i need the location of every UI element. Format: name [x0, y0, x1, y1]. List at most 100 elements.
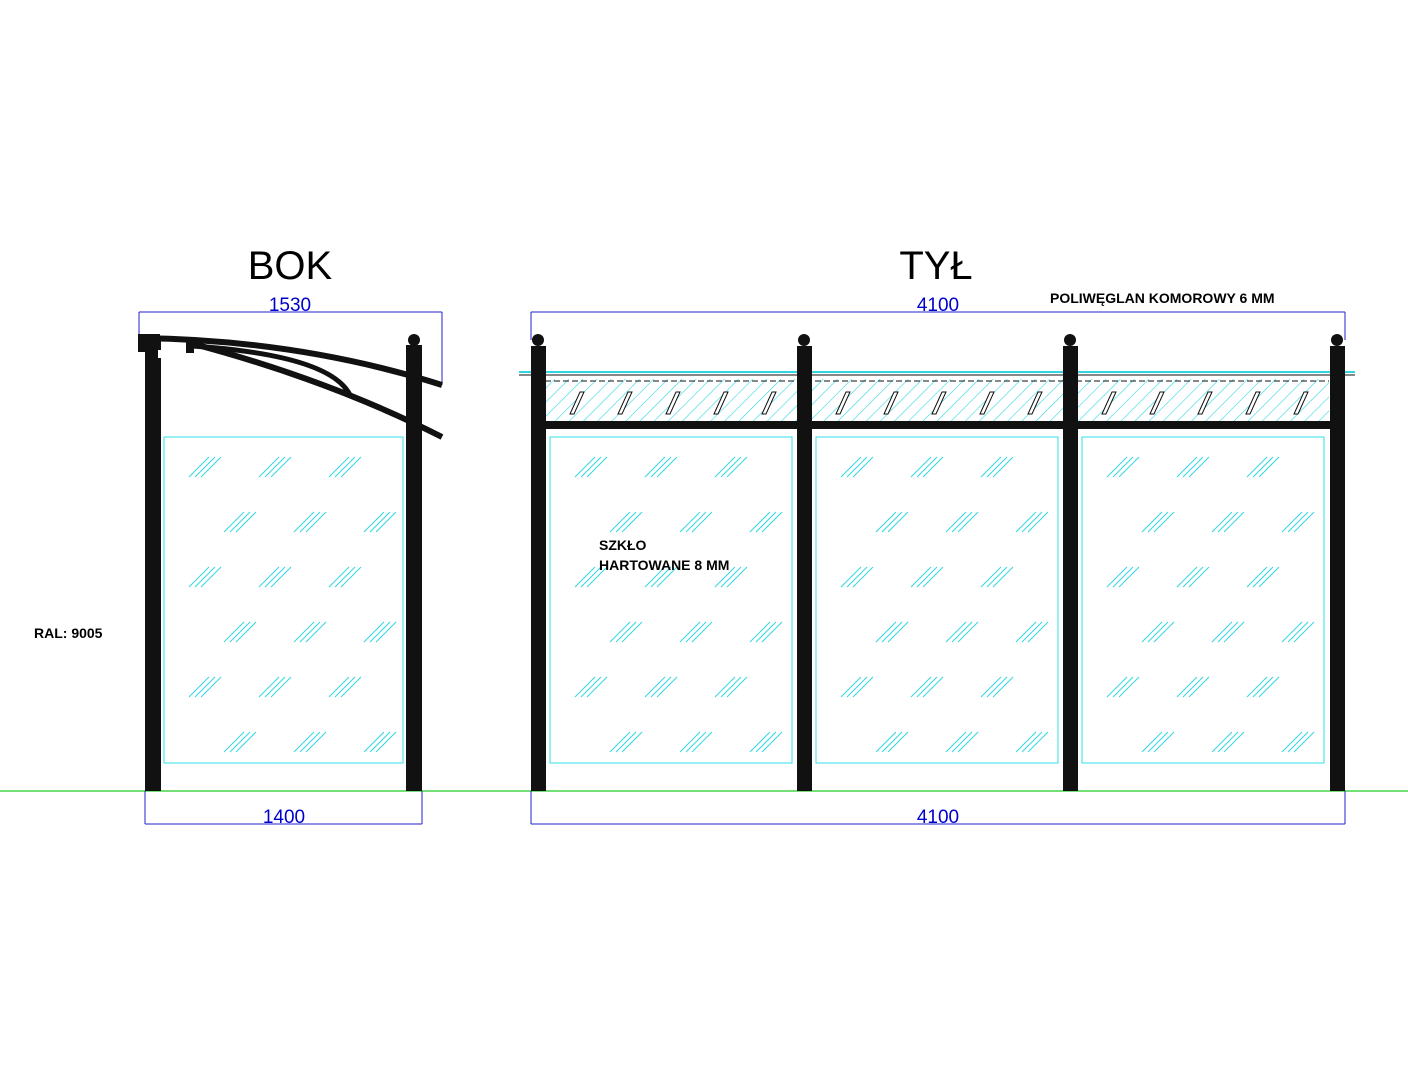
glass-reflection-stroke	[1141, 731, 1163, 753]
glass-reflection-stroke	[334, 676, 356, 698]
glass-reflection-stroke	[299, 731, 321, 753]
glass-reflection-stroke	[1246, 676, 1268, 698]
glass-reflection-stroke	[363, 731, 385, 753]
back-post-3	[1063, 346, 1078, 791]
polycarbonate-slash	[761, 391, 777, 415]
glass-reflection-stroke	[1106, 676, 1128, 698]
polycarbonate-slash	[569, 391, 585, 415]
glass-reflection-stroke	[363, 511, 385, 533]
glass-reflection-stroke	[1021, 731, 1043, 753]
glass-reflection-stroke	[679, 511, 701, 533]
glass-reflection-stroke	[1182, 566, 1204, 588]
glass-reflection-stroke	[1188, 676, 1210, 698]
glass-reflection-stroke	[755, 621, 777, 643]
glass-reflection-stroke	[574, 676, 596, 698]
glass-reflection-stroke	[235, 511, 257, 533]
glass-reflection-stroke	[840, 566, 862, 588]
back-glass-panel-1	[549, 436, 793, 764]
glass-reflection-stroke	[586, 456, 608, 478]
glass-reflection-stroke	[656, 456, 678, 478]
glass-reflection-stroke	[621, 731, 643, 753]
glass-reflection-stroke	[1021, 621, 1043, 643]
glass-reflection-stroke	[1118, 456, 1140, 478]
glass-reflection-stroke	[749, 621, 771, 643]
glass-reflection-stroke	[846, 456, 868, 478]
glass-reflection-stroke	[340, 566, 362, 588]
back-post-1	[531, 346, 546, 791]
glass-reflection-stroke	[615, 731, 637, 753]
glass-reflection-stroke	[846, 676, 868, 698]
glass-reflection-stroke	[910, 566, 932, 588]
glass-reflection-stroke	[1182, 456, 1204, 478]
glass-reflection-stroke	[1106, 566, 1128, 588]
glass-reflection-stroke	[957, 731, 979, 753]
glass-reflection-stroke	[223, 511, 245, 533]
back-glass-panel-3	[1081, 436, 1325, 764]
glass-reflection-stroke	[887, 621, 909, 643]
glass-reflection-stroke	[328, 676, 350, 698]
glass-reflection-stroke	[887, 731, 909, 753]
glass-reflection-stroke	[1258, 456, 1280, 478]
glass-reflection-stroke	[1147, 621, 1169, 643]
glass-reflection-stroke	[714, 676, 736, 698]
glass-reflection-stroke	[363, 621, 385, 643]
glass-reflection-stroke	[188, 456, 210, 478]
glass-reflection-stroke	[270, 676, 292, 698]
side-view-title: BOK	[248, 244, 333, 288]
glass-reflection-stroke	[1141, 621, 1163, 643]
back-bottom-dimension-value: 4100	[917, 807, 959, 828]
glass-reflection-stroke	[1217, 621, 1239, 643]
back-posts	[531, 334, 1345, 791]
glass-reflection-stroke	[1211, 731, 1233, 753]
glass-reflection-stroke	[1153, 731, 1175, 753]
glass-reflection-stroke	[194, 676, 216, 698]
glass-reflection-stroke	[293, 511, 315, 533]
glass-reflection-stroke	[1106, 456, 1128, 478]
glass-reflection-stroke	[1211, 621, 1233, 643]
glass-reflection-stroke	[992, 456, 1014, 478]
glass-reflection-stroke	[1015, 621, 1037, 643]
back-top-dimension-value: 4100	[917, 295, 959, 316]
glass-reflection-stroke	[1176, 566, 1198, 588]
glass-reflection-stroke	[761, 731, 783, 753]
glass-reflection-stroke	[188, 566, 210, 588]
glass-reflection-stroke	[1176, 456, 1198, 478]
glass-reflection-stroke	[580, 566, 602, 588]
glass-reflection-stroke	[369, 731, 391, 753]
glass-reflection-stroke	[755, 511, 777, 533]
glass-reflection-stroke	[922, 456, 944, 478]
polycarbonate-slash	[1197, 391, 1213, 415]
glass-reflection-stroke	[264, 676, 286, 698]
glass-reflection-stroke	[1252, 676, 1274, 698]
roof-material-note: POLIWĘGLAN KOMOROWY 6 MM	[1050, 290, 1275, 306]
glass-reflection-stroke	[580, 456, 602, 478]
glass-reflection-stroke	[340, 456, 362, 478]
glass-reflection-stroke	[916, 456, 938, 478]
glass-reflection-stroke	[1281, 511, 1303, 533]
glass-reflection-stroke	[264, 566, 286, 588]
back-glass-panels	[549, 436, 1325, 764]
glass-reflection-stroke	[1147, 731, 1169, 753]
polycarbonate-band-slashes	[569, 391, 1309, 415]
glass-reflection-stroke	[375, 731, 397, 753]
side-rear-post	[406, 345, 422, 791]
side-top-dimension: 1530	[138, 295, 443, 385]
glass-reflection-stroke	[644, 456, 666, 478]
glass-reflection-stroke	[1015, 731, 1037, 753]
polycarbonate-slash	[1245, 391, 1261, 415]
glass-reflection-stroke	[375, 511, 397, 533]
glass-reflection-stroke	[1027, 511, 1049, 533]
glass-reflection-stroke	[986, 676, 1008, 698]
glass-reflection-stroke	[229, 621, 251, 643]
back-post-cap-3	[1064, 334, 1076, 346]
glass-reflection-stroke	[1287, 621, 1309, 643]
glass-reflection-stroke	[916, 676, 938, 698]
glass-reflection-stroke	[305, 621, 327, 643]
glass-reflection-stroke	[1112, 566, 1134, 588]
glass-reflection-stroke	[951, 511, 973, 533]
side-post-cap	[408, 334, 420, 346]
glass-reflection-stroke	[188, 676, 210, 698]
glass-reflection-stroke	[1015, 511, 1037, 533]
glass-reflection-stroke	[235, 731, 257, 753]
glass-reflection-stroke	[1258, 676, 1280, 698]
